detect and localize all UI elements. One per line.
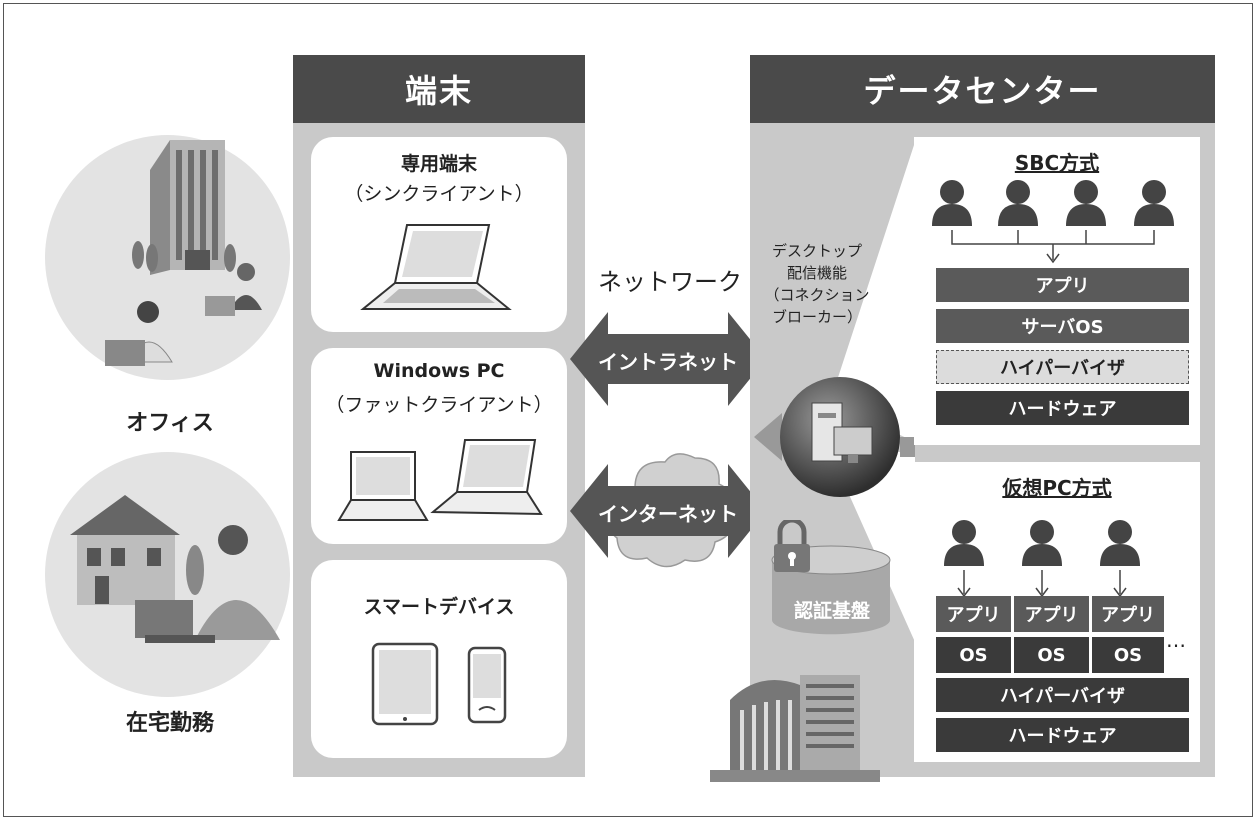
internet-arrow <box>570 464 766 558</box>
vdi-os-2: OS <box>1014 637 1089 673</box>
thin-client-card: 専用端末 （シンクライアント） <box>311 137 567 332</box>
home-label: 在宅勤務 <box>125 711 214 736</box>
vdi-os-3: OS <box>1092 637 1164 673</box>
auth-database-icon <box>771 520 891 635</box>
intranet-label: イントラネット <box>598 350 738 374</box>
vdi-ellipsis: … <box>1166 628 1186 652</box>
vdi-app-2: アプリ <box>1014 596 1089 632</box>
user-icon <box>1134 180 1174 226</box>
vdi-os-1: OS <box>936 637 1011 673</box>
sbc-layer-app: アプリ <box>936 268 1189 302</box>
intranet-arrow <box>570 312 766 406</box>
vdi-layer-hypervisor: ハイパーバイザ <box>936 678 1189 712</box>
windows-pc-subtitle: （ファットクライアント） <box>325 394 553 416</box>
terminal-header: 端末 <box>293 55 585 123</box>
vdi-title: 仮想PC方式 <box>1002 476 1112 500</box>
vdi-layer-hardware: ハードウェア <box>936 718 1189 752</box>
broker-line-2: 配信機能 <box>786 264 847 282</box>
sbc-layer-hardware: ハードウェア <box>936 391 1189 425</box>
thin-client-subtitle: （シンクライアント） <box>344 183 534 205</box>
user-icon <box>1066 180 1106 226</box>
vdi-app-1: アプリ <box>936 596 1011 632</box>
broker-line-4: ブローカー） <box>771 308 862 326</box>
sbc-layer-hypervisor: ハイパーバイザ <box>936 350 1189 384</box>
user-icon <box>1022 520 1062 566</box>
internet-label: インターネット <box>598 502 738 526</box>
thin-client-title: 専用端末 <box>400 153 477 175</box>
vdi-users <box>944 520 1140 598</box>
network-label: ネットワーク <box>598 268 742 296</box>
home-illustration <box>70 495 280 643</box>
tablet-icon <box>371 642 439 726</box>
windows-pc-title: Windows PC <box>373 360 505 382</box>
broker-server-icon <box>754 377 900 497</box>
user-icon <box>998 180 1038 226</box>
auth-label: 認証基盤 <box>793 600 870 622</box>
laptops-icon <box>337 439 543 521</box>
laptop-icon <box>360 224 512 310</box>
windows-pc-card: Windows PC （ファットクライアント） <box>311 348 567 544</box>
diagram-frame <box>3 3 1253 817</box>
broker-line-1: デスクトップ <box>771 242 862 260</box>
user-icon <box>1100 520 1140 566</box>
smart-device-title: スマートデバイス <box>363 596 515 618</box>
user-icon <box>944 520 984 566</box>
vdi-app-3: アプリ <box>1092 596 1164 632</box>
sbc-title: SBC方式 <box>1014 151 1100 175</box>
office-label: オフィス <box>126 411 214 436</box>
datacenter-building-icon <box>710 675 880 782</box>
office-illustration <box>105 140 262 366</box>
smartphone-icon <box>467 646 507 724</box>
datacenter-header: データセンター <box>750 55 1215 123</box>
broker-line-3: （コネクション <box>764 286 870 304</box>
sbc-layer-server-os: サーバOS <box>936 309 1189 343</box>
user-icon <box>932 180 972 226</box>
smart-device-card: スマートデバイス <box>311 560 567 758</box>
connector-wedges <box>830 142 915 642</box>
sbc-users <box>932 180 1174 264</box>
broker-label: デスクトップ 配信機能 （コネクション ブローカー） <box>757 240 877 328</box>
